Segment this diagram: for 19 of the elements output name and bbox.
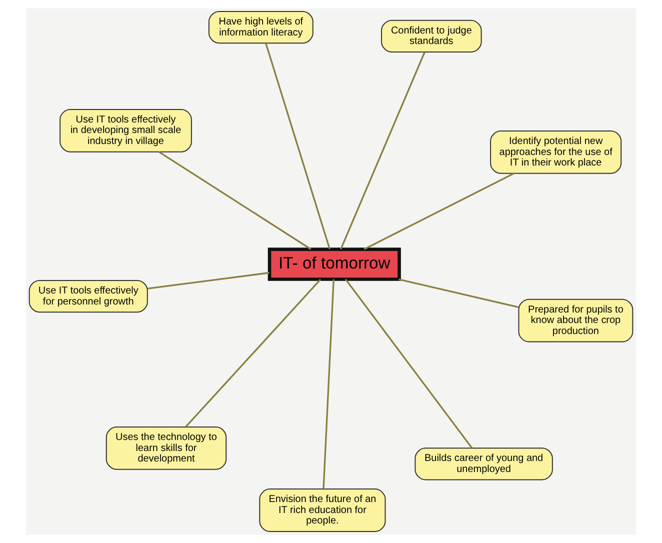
node-box: Prepared for pupils to know about the crop production xyxy=(518,298,634,342)
connector xyxy=(265,43,330,250)
node-box: Identify potential new approaches for the use of IT in their work place xyxy=(490,130,622,174)
node-box: Have high levels of information literacy xyxy=(208,11,314,44)
node-box: Uses the technology to learn skills for development xyxy=(106,426,227,470)
connector xyxy=(398,278,519,308)
node-box: IT- of tomorrow xyxy=(268,248,401,281)
connector xyxy=(340,52,426,250)
node-box: Builds career of young and unemployed xyxy=(414,448,553,480)
connector xyxy=(148,272,270,290)
node-box: Envision the future of an IT rich education for people. xyxy=(259,488,386,532)
connector xyxy=(185,278,322,428)
connector xyxy=(344,278,472,448)
node-box: Use IT tools effectively for personnel growth xyxy=(28,280,148,313)
node-box: Confident to judge standards xyxy=(381,20,482,52)
connector xyxy=(364,172,514,250)
node-box: Use IT tools effectively in developing small scale industry in village xyxy=(60,108,192,152)
connector xyxy=(158,151,312,250)
connector xyxy=(322,279,334,489)
